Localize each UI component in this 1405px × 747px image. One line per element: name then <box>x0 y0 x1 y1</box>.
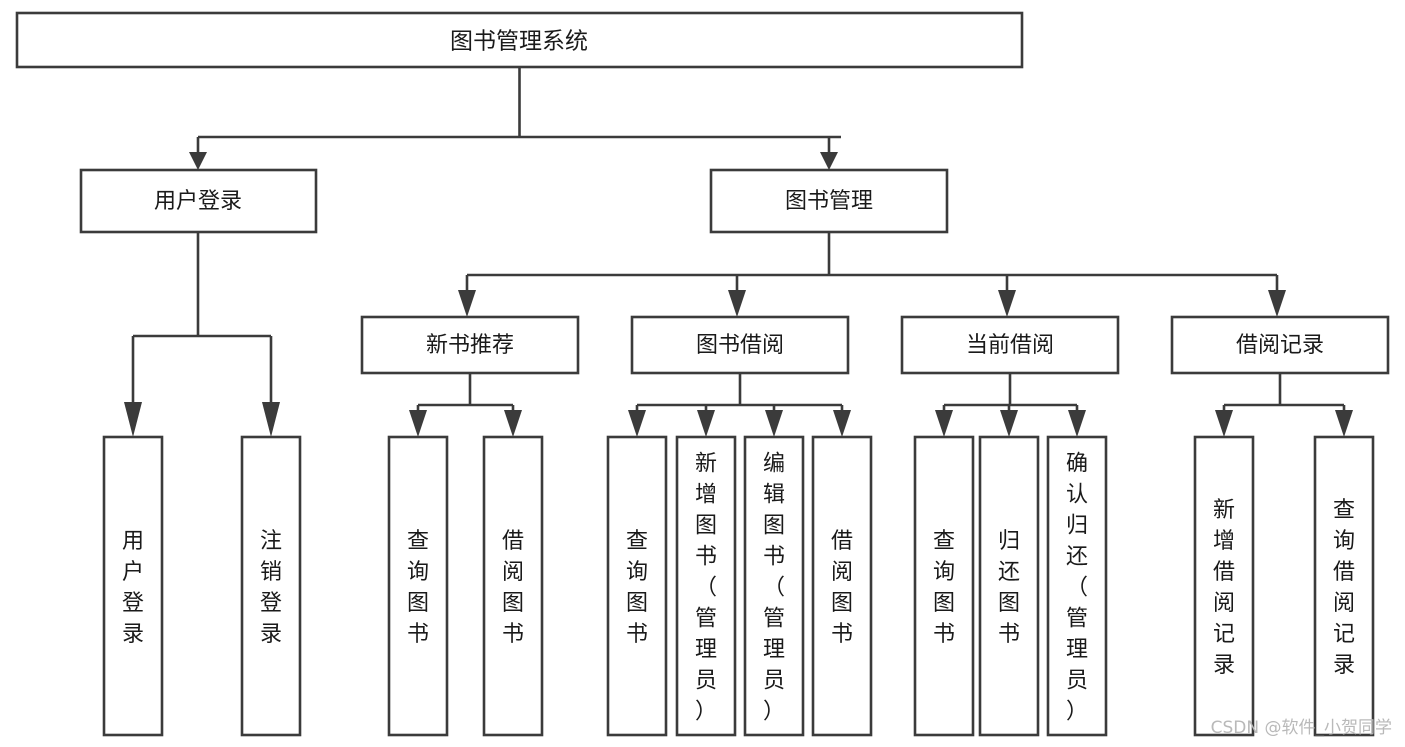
leaf-user-login[interactable]: 用户登录 <box>102 435 164 737</box>
leaf-borrow-book-2-label: 借阅图书 <box>831 529 853 647</box>
arrow-head-leaf-confirm-return <box>1068 410 1086 437</box>
node-borrow-record-box[interactable] <box>1170 315 1390 375</box>
node-book-borrow-label: 图书借阅 <box>696 333 784 358</box>
leaf-query-book-3-box[interactable] <box>913 435 975 737</box>
node-book-management-box[interactable] <box>709 168 949 234</box>
leaf-user-logout[interactable]: 注销登录 <box>240 435 302 737</box>
leaf-query-book-2[interactable]: 查询图书 <box>606 435 668 737</box>
node-new-book-recommend[interactable]: 新书推荐 <box>360 315 580 375</box>
leaf-borrow-book-2[interactable]: 借阅图书 <box>811 435 873 737</box>
leaf-confirm-return-label: 确认归还（管理员） <box>1066 452 1088 725</box>
leaf-query-record-box[interactable] <box>1313 435 1375 737</box>
leaf-add-book-box[interactable] <box>675 435 737 737</box>
leaf-edit-book[interactable]: 编辑图书（管理员） <box>743 435 805 737</box>
arrow-head-leaf-borrow-book-1 <box>504 410 522 437</box>
node-book-borrow[interactable]: 图书借阅 <box>630 315 850 375</box>
arrow-head-new-book-recommend <box>458 290 476 317</box>
node-current-borrow[interactable]: 当前借阅 <box>900 315 1120 375</box>
leaf-query-record[interactable]: 查询借阅记录 <box>1313 435 1375 737</box>
leaf-confirm-return-box[interactable] <box>1046 435 1108 737</box>
arrow-head-leaf-return-book <box>1000 410 1018 437</box>
arrow-head-leaf-user-logout <box>262 402 280 437</box>
arrow-head-leaf-borrow-book-2 <box>833 410 851 437</box>
node-root-label: 图书管理系统 <box>450 29 588 55</box>
arrow-head-leaf-edit-book <box>765 410 783 437</box>
leaf-edit-book-box[interactable] <box>743 435 805 737</box>
node-user-login[interactable]: 用户登录 <box>79 168 318 234</box>
arrow-head-leaf-add-book <box>697 410 715 437</box>
node-root[interactable]: 图书管理系统 <box>15 11 1024 69</box>
node-book-management-label: 图书管理 <box>785 189 873 214</box>
leaf-query-book-2-label: 查询图书 <box>626 529 648 647</box>
leaf-confirm-return[interactable]: 确认归还（管理员） <box>1046 435 1108 737</box>
leaf-query-book-3[interactable]: 查询图书 <box>913 435 975 737</box>
arrow-head-leaf-query-record <box>1335 410 1353 437</box>
leaf-user-logout-box[interactable] <box>240 435 302 737</box>
leaf-borrow-book-1-label: 借阅图书 <box>502 529 524 647</box>
node-borrow-record[interactable]: 借阅记录 <box>1170 315 1390 375</box>
node-new-book-recommend-label: 新书推荐 <box>426 333 514 358</box>
arrow-head-leaf-add-record <box>1215 410 1233 437</box>
leaf-query-book-1[interactable]: 查询图书 <box>387 435 449 737</box>
leaf-query-record-label: 查询借阅记录 <box>1333 498 1355 678</box>
node-root-box[interactable] <box>15 11 1024 69</box>
leaf-query-book-1-box[interactable] <box>387 435 449 737</box>
leaf-return-book[interactable]: 归还图书 <box>978 435 1040 737</box>
arrow-head-book-borrow <box>728 290 746 317</box>
leaf-query-book-1-label: 查询图书 <box>407 529 429 647</box>
node-book-management[interactable]: 图书管理 <box>709 168 949 234</box>
leaf-add-record-label: 新增借阅记录 <box>1213 498 1235 678</box>
arrow-head-borrow-record <box>1268 290 1286 317</box>
arrow-head-leaf-query-book-1 <box>409 410 427 437</box>
arrow-head-book-management <box>820 152 838 170</box>
leaf-edit-book-label: 编辑图书（管理员） <box>763 452 785 725</box>
node-book-borrow-box[interactable] <box>630 315 850 375</box>
arrow-head-leaf-user-login <box>124 402 142 437</box>
leaf-add-record[interactable]: 新增借阅记录 <box>1193 435 1255 737</box>
node-current-borrow-label: 当前借阅 <box>966 333 1054 358</box>
leaf-borrow-book-1-box[interactable] <box>482 435 544 737</box>
leaf-return-book-box[interactable] <box>978 435 1040 737</box>
arrow-head-user-login <box>189 152 207 170</box>
arrow-head-leaf-query-book-2 <box>628 410 646 437</box>
connector-layer <box>124 67 1353 437</box>
node-user-login-label: 用户登录 <box>154 189 242 214</box>
node-user-login-box[interactable] <box>79 168 318 234</box>
node-borrow-record-label: 借阅记录 <box>1236 333 1324 358</box>
node-current-borrow-box[interactable] <box>900 315 1120 375</box>
leaf-add-record-box[interactable] <box>1193 435 1255 737</box>
leaf-add-book[interactable]: 新增图书（管理员） <box>675 435 737 737</box>
leaf-return-book-label: 归还图书 <box>998 529 1020 647</box>
node-new-book-recommend-box[interactable] <box>360 315 580 375</box>
csdn-watermark: CSDN @软件_小贺同学 <box>1211 718 1392 738</box>
arrow-head-leaf-query-book-3 <box>935 410 953 437</box>
leaf-add-book-label: 新增图书（管理员） <box>695 452 717 725</box>
leaf-user-login-label: 用户登录 <box>122 529 144 647</box>
leaf-query-book-3-label: 查询图书 <box>933 529 955 647</box>
leaf-query-book-2-box[interactable] <box>606 435 668 737</box>
leaf-borrow-book-1[interactable]: 借阅图书 <box>482 435 544 737</box>
leaf-borrow-book-2-box[interactable] <box>811 435 873 737</box>
arrow-head-current-borrow <box>998 290 1016 317</box>
leaf-user-logout-label: 注销登录 <box>260 529 282 647</box>
leaf-user-login-box[interactable] <box>102 435 164 737</box>
